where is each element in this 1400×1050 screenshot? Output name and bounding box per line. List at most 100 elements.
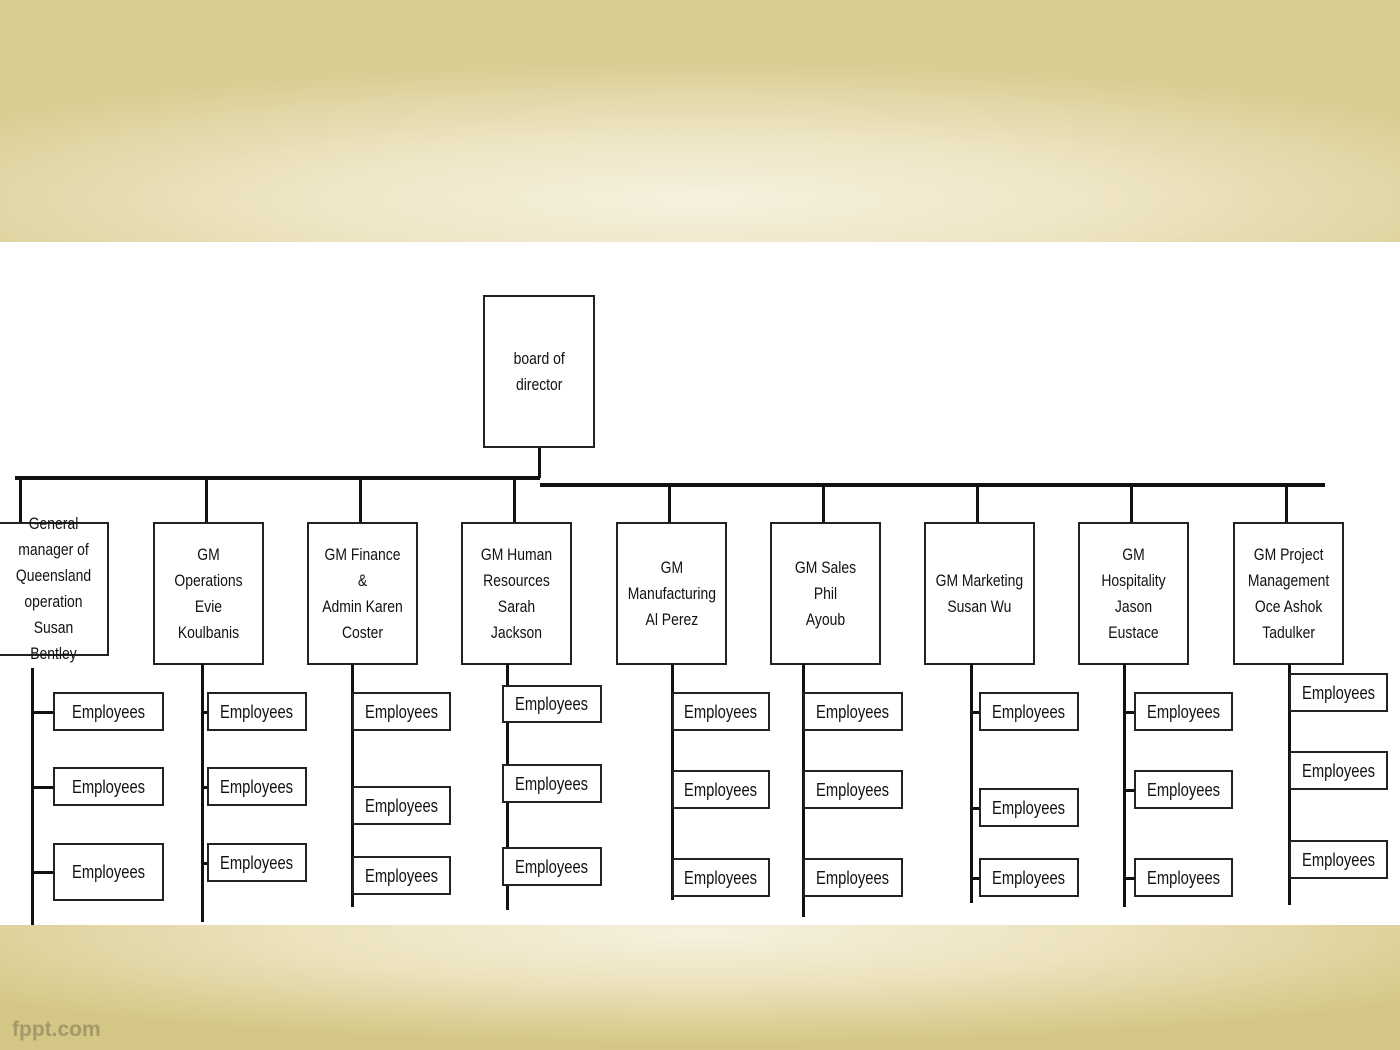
manager-connector [1285,485,1288,522]
employee-connector [31,710,53,714]
employee-connector [1123,876,1134,880]
box-label: GM Hospitality Jason Eustace [1101,544,1166,642]
employee-box: Employees [979,858,1079,897]
employee-box: Employees [207,692,307,731]
employee-connector [351,710,352,714]
box-label: Employees [816,867,890,888]
employee-connector [970,876,979,880]
box-label: Employees [71,776,146,797]
box-label: Employees [515,694,589,714]
main-branch-line-left [15,476,540,480]
manager-box: GM Finance & Admin Karen Coster [307,522,418,665]
employee-connector [1288,858,1289,862]
box-label: Employees [1301,760,1376,781]
box-label: Employees [515,856,589,877]
employee-box: Employees [53,843,164,901]
employee-box: Employees [352,856,451,895]
employee-box: Employees [803,770,903,809]
employee-box: Employees [207,767,307,806]
employee-box: Employees [672,770,770,809]
box-label: GM Finance & Admin Karen Coster [322,544,403,642]
box-label: Employees [515,773,589,794]
box-label: GM Human Resources Sarah Jackson [480,544,553,642]
board-connector [538,448,541,478]
employee-connector [970,806,979,810]
employee-connector [1123,710,1134,714]
box-label: Employees [992,867,1066,888]
box-label: GM Manufacturing Al Perez [627,557,716,629]
employee-box: Employees [803,692,903,731]
watermark: fppt.com [12,1018,101,1041]
box-label: Employees [364,865,439,886]
employee-box: Employees [1134,770,1233,809]
manager-connector [1130,485,1133,522]
board-of-director-box: board of director [483,295,595,448]
manager-connector [668,485,671,522]
employee-connector [201,710,207,714]
box-label: GM Operations Evie Koulbanis [174,544,243,642]
box-label: Employees [1301,682,1376,703]
box-label: Employees [220,776,294,797]
slide-footer-band [0,925,1400,1050]
box-label: Employees [364,701,439,722]
employee-box: Employees [1289,751,1388,790]
box-label: Employees [684,867,758,888]
box-label: Employees [1301,849,1376,870]
employee-connector [970,710,979,714]
manager-connector [19,478,22,522]
employee-connector [351,804,352,808]
employee-box: Employees [1289,840,1388,879]
employee-box: Employees [1134,858,1233,897]
slide-header-band [0,0,1400,242]
employee-connector [1288,769,1289,773]
employee-connector [351,874,352,878]
box-label: Employees [1146,701,1221,722]
employee-connector [1123,788,1134,792]
employee-connector [671,876,672,880]
employee-connector [1288,691,1289,695]
employee-connector [201,861,207,865]
employee-box: Employees [502,764,602,803]
box-label: Employees [1146,779,1221,800]
manager-connector [359,478,362,522]
box-label: Employees [684,701,758,722]
employee-box: Employees [207,843,307,882]
manager-connector [205,478,208,522]
box-label: Employees [71,701,146,722]
box-label: General manager of Queensland operation … [15,514,92,663]
manager-box: GM Project Management Oce Ashok Tadulker [1233,522,1344,665]
employee-spine-line [1123,664,1126,907]
employee-box: Employees [502,847,602,886]
box-label: Employees [992,797,1066,818]
manager-box: GM Manufacturing Al Perez [616,522,727,665]
manager-connector [513,478,516,522]
manager-box: GM Sales Phil Ayoub [770,522,881,665]
employee-spine-line [970,664,973,903]
employee-box: Employees [672,858,770,897]
employee-spine-line [201,664,204,922]
employee-box: Employees [979,788,1079,827]
employee-box: Employees [502,685,602,723]
manager-box: GM Hospitality Jason Eustace [1078,522,1189,665]
box-label: Employees [220,701,294,722]
employee-connector [201,785,207,789]
employee-box: Employees [672,692,770,731]
employee-box: Employees [53,767,164,806]
main-branch-line-right [540,483,1325,487]
manager-box: General manager of Queensland operation … [0,514,109,663]
box-label: Employees [71,862,146,882]
employee-box: Employees [352,786,451,825]
employee-connector [671,710,672,714]
box-label: Employees [684,779,758,800]
employee-box: Employees [1289,673,1388,712]
box-label: Employees [992,701,1066,722]
box-label: GM Sales Phil Ayoub [794,557,857,629]
box-label: GM Project Management Oce Ashok Tadulker [1247,544,1330,642]
employee-connector [31,785,53,789]
employee-box: Employees [1134,692,1233,731]
employee-box: Employees [53,692,164,731]
box-label: Employees [816,779,890,800]
employee-box: Employees [803,858,903,897]
box-label: Employees [1146,867,1221,888]
